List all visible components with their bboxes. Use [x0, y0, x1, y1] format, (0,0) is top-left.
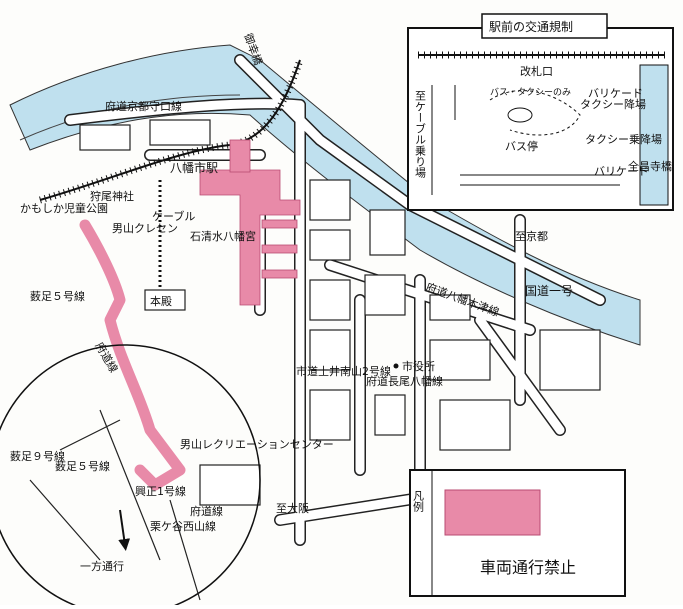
label-sakai9: 薮足９号線	[10, 449, 65, 463]
legend-swatch	[444, 489, 541, 536]
label-honden: 本殿	[150, 294, 172, 308]
restricted-route	[79, 219, 186, 491]
legend-text: 車両通行禁止	[480, 558, 576, 577]
legend-label: 凡例	[412, 490, 425, 512]
label-to-kyoto: 至京都	[515, 229, 548, 243]
inset-barricade1: バリケード	[588, 87, 643, 100]
inset-taxi-drop: タクシー降場	[580, 97, 646, 111]
label-ihashi: 市道土井南山2号線	[296, 364, 391, 378]
circle-roads	[29, 409, 201, 601]
inset-bus-stop: バス停	[505, 139, 538, 153]
label-fudo2: 府道線	[190, 504, 223, 518]
label-route1: 国道一号	[525, 284, 573, 298]
cityhall-dot	[393, 363, 399, 369]
label-sakai5-top: 薮足５号線	[30, 289, 85, 303]
detail-circle	[0, 344, 261, 609]
label-sakai5-bottom: 薮足５号線	[55, 459, 110, 473]
inset-title: 駅前の交通規制	[489, 19, 573, 34]
inset-gate: 改札口	[520, 64, 553, 78]
inset-zenshoji: 全昌寺橋	[628, 159, 672, 173]
inset-box: 駅前の交通規制 改札口 バス・タクシーのみ バリケード タクシー降場 至ケーブル…	[407, 13, 674, 211]
label-otokoyama-cresen: 男山クレセン	[112, 222, 178, 235]
inset-bus-taxi: バス・タクシーのみ	[490, 87, 571, 98]
label-kamo-park: かもしか児童公園	[20, 201, 108, 215]
label-to-osaka: 至大阪	[276, 501, 309, 515]
label-cable: ケーブル	[152, 209, 195, 223]
inset-taxi-board: タクシー乗降場	[585, 132, 662, 146]
label-cityhall: 市役所	[402, 359, 435, 373]
label-kuriga: 栗ケ谷西山線	[150, 519, 216, 533]
city-blocks	[79, 119, 601, 506]
label-kariojinja: 狩尾神社	[90, 189, 134, 203]
river-road	[19, 94, 241, 141]
inset-to-cable: 至ケーブル乗り場	[414, 90, 427, 179]
railway	[39, 58, 304, 204]
restricted-zone	[199, 139, 301, 306]
label-nagao: 府道長尾八幡線	[366, 374, 443, 388]
inset-barricade2: バリケード	[594, 165, 649, 178]
label-station: 八幡市駅	[170, 160, 218, 175]
label-mitsuji1: 興正1号線	[135, 484, 186, 498]
one-way-arrow	[118, 509, 131, 551]
label-rec-center: 男山レクリエーションセンター	[180, 438, 334, 451]
river	[9, 44, 641, 346]
label-iwashimizu: 石清水八幡宮	[190, 229, 256, 243]
legend-box: 凡例 車両通行禁止	[409, 469, 626, 597]
label-kyoto-moriguchi: 府道京都守口線	[105, 99, 182, 113]
label-one-way: 一方通行	[80, 559, 124, 573]
